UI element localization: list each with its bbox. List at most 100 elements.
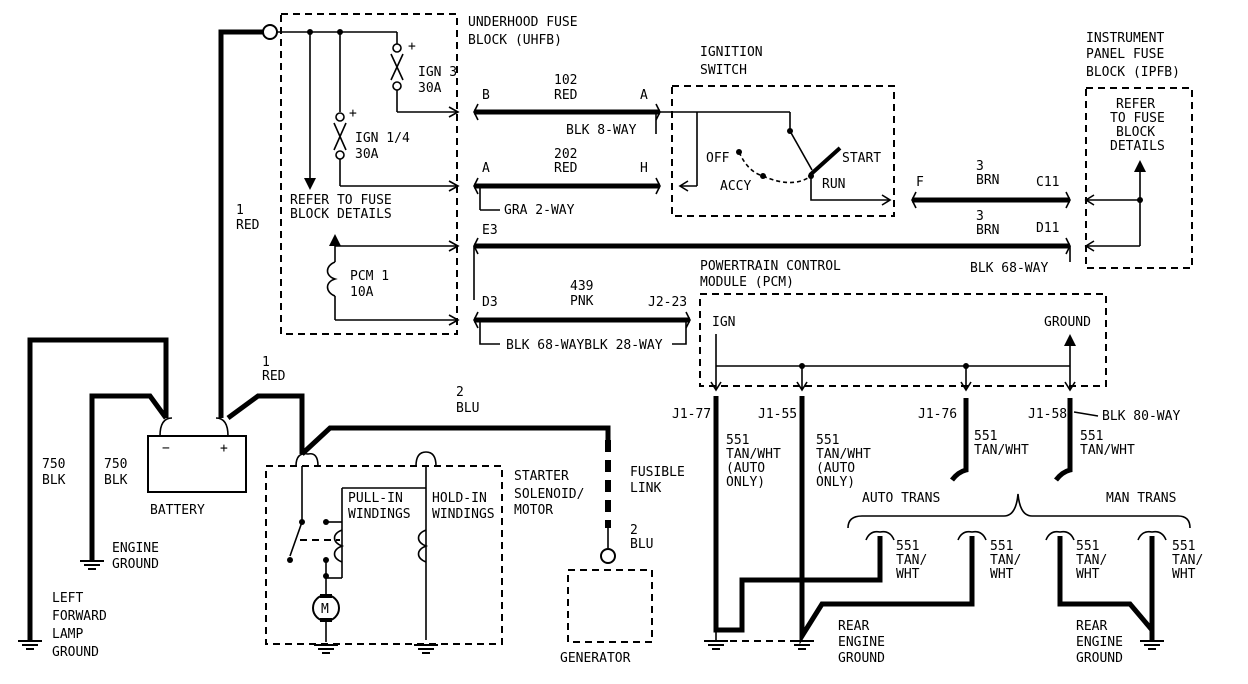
wire-1-red-battery-feed [218, 29, 264, 418]
s2b: TAN/ [990, 553, 1021, 568]
s3b: TAN/ [1076, 553, 1107, 568]
wire-551-j1-77 [713, 396, 883, 633]
w551d: 551 [1080, 429, 1103, 444]
pull-in-2: WINDINGS [348, 507, 411, 522]
w551c-color: TAN/WHT [974, 443, 1029, 458]
wire-3-color: BRN [976, 173, 999, 188]
wire-202-num: 202 [554, 147, 577, 162]
w551b-note: (AUTO [816, 461, 855, 476]
left-ground-2: FORWARD [52, 609, 107, 624]
starter-box [265, 465, 503, 645]
ground-icon [314, 644, 338, 654]
pin-j1-55: J1-55 [758, 407, 797, 422]
w551c: 551 [974, 429, 997, 444]
red1-mid: 1 [262, 355, 270, 370]
pin-j1-58: J1-58 [1028, 407, 1067, 422]
ign14-label: IGN 1/4 [355, 131, 410, 146]
w551b-color: TAN/WHT [816, 447, 871, 462]
switch-accy: ACCY [720, 179, 751, 194]
ipfb-box [1085, 87, 1193, 269]
wire-202-color: RED [554, 161, 578, 176]
wire-3-num: 3 [976, 159, 984, 174]
s1c: WHT [896, 567, 920, 582]
pin-f: F [916, 175, 924, 190]
fusible-label-2: LINK [630, 481, 661, 496]
pin-d11: D11 [1036, 221, 1059, 236]
wire-551-j1-76 [950, 398, 969, 482]
ignition-switch-box [671, 85, 895, 217]
wire-2-blu [300, 425, 611, 456]
engine-ground-2: GROUND [112, 557, 159, 572]
pcm-box [699, 293, 1107, 387]
ground-icon [18, 640, 42, 650]
s3c: WHT [1076, 567, 1100, 582]
pin-a-mid: A [482, 161, 490, 176]
pin-c11: C11 [1036, 175, 1059, 190]
left-ground: LEFT [52, 591, 83, 606]
ign14-plus: + [349, 106, 357, 121]
s4b: TAN/ [1172, 553, 1203, 568]
pin-j1-77: J1-77 [672, 407, 711, 422]
wire-3b-num: 3 [976, 209, 984, 224]
w750a: 750 [42, 457, 65, 472]
ground-icon [790, 640, 814, 650]
rear-ground-1: REAR [838, 619, 869, 634]
pin-h: H [640, 161, 648, 176]
ground-icon [1140, 640, 1164, 650]
starter-label: STARTER [514, 469, 569, 484]
rear-ground-1b: ENGINE [838, 635, 885, 650]
ground-icon [704, 630, 728, 650]
left-ground-3: LAMP [52, 627, 83, 642]
hold-in: HOLD-IN [432, 491, 487, 506]
wire-102-num: 102 [554, 73, 577, 88]
starter-label-3: MOTOR [514, 503, 553, 518]
gra-2-way: GRA 2-WAY [504, 203, 575, 218]
battery-label: BATTERY [150, 503, 205, 518]
ipfb-title: INSTRUMENT [1086, 31, 1164, 46]
ign14-fuse-icon [333, 32, 460, 192]
pin-a-top: A [640, 88, 648, 103]
switch-start: START [842, 151, 881, 166]
ign3-amp: 30A [418, 81, 442, 96]
hold-in-2: WINDINGS [432, 507, 495, 522]
trans-brace [847, 493, 1191, 529]
uhfb-title: UNDERHOOD FUSE [468, 15, 578, 30]
w551b: 551 [816, 433, 839, 448]
blk-68-28-way: BLK 68-WAYBLK 28-WAY [506, 338, 663, 353]
left-ground-4: GROUND [52, 645, 99, 660]
pcm1-amp: 10A [350, 285, 374, 300]
blk-80-way: BLK 80-WAY [1102, 409, 1180, 424]
uhfb-terminal [262, 24, 278, 40]
ign3-fuse-icon [390, 32, 460, 118]
w750b: 750 [104, 457, 127, 472]
s2a: 551 [990, 539, 1013, 554]
engine-ground: ENGINE [112, 541, 159, 556]
switch-off: OFF [706, 151, 730, 166]
ignition-title: IGNITION [700, 45, 763, 60]
w551a: 551 [726, 433, 749, 448]
s4a: 551 [1172, 539, 1195, 554]
rear-ground-2b: ENGINE [1076, 635, 1123, 650]
ipfb-refer: REFER [1116, 97, 1155, 112]
ipfb-refer-4: DETAILS [1110, 139, 1165, 154]
pin-b: B [482, 88, 490, 103]
ipfb-refer-3: BLOCK [1116, 125, 1155, 140]
rear-ground-1c: GROUND [838, 651, 885, 666]
blu2-bot: 2 [630, 523, 638, 538]
generator-box [567, 569, 653, 643]
battery-icon [147, 435, 247, 493]
switch-run: RUN [822, 177, 845, 192]
ign3-label: IGN 3 [418, 65, 457, 80]
starter-label-2: SOLENOID/ [514, 487, 584, 502]
wire-551-man1 [1057, 536, 1154, 632]
fusible-label: FUSIBLE [630, 465, 685, 480]
s2c: WHT [990, 567, 1014, 582]
ipfb-refer-2: TO FUSE [1110, 111, 1165, 126]
motor-m: M [321, 602, 329, 617]
wire-3b-color: BRN [976, 223, 999, 238]
ign3-plus: + [408, 39, 416, 54]
generator-label: GENERATOR [560, 651, 631, 666]
w551a-note-2: ONLY) [726, 475, 765, 490]
pin-j2-23: J2-23 [648, 295, 687, 310]
wire-551-j1-55 [799, 396, 975, 645]
